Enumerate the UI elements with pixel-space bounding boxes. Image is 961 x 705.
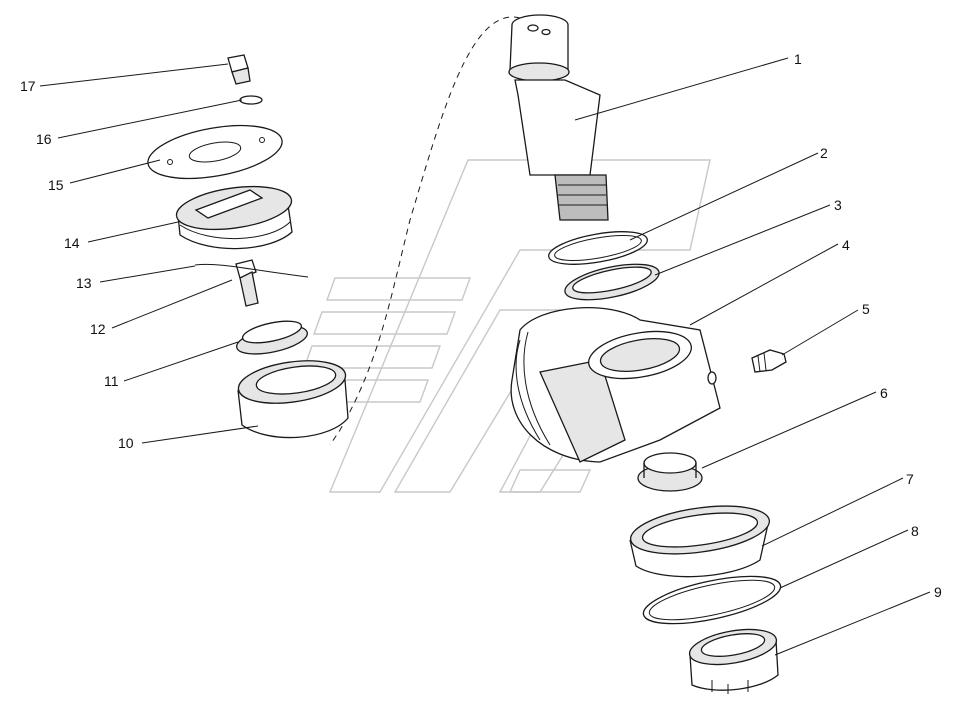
callout-6: 6 bbox=[880, 385, 888, 401]
callout-11: 11 bbox=[104, 373, 119, 389]
callout-14: 14 bbox=[64, 235, 80, 251]
assembly-path-line bbox=[329, 16, 521, 446]
callout-1: 1 bbox=[794, 51, 802, 67]
part-16-washer bbox=[239, 95, 263, 105]
part-4-knuckle bbox=[510, 307, 721, 463]
part-8-snap-ring bbox=[642, 575, 782, 625]
part-10-housing bbox=[237, 360, 349, 439]
callout-12: 12 bbox=[90, 321, 106, 337]
callout-16: 16 bbox=[36, 131, 52, 147]
callout-7: 7 bbox=[906, 471, 914, 487]
part-5-grease-fitting bbox=[751, 349, 787, 373]
part-13-lock-wire bbox=[194, 263, 309, 278]
part-12-bolt bbox=[235, 259, 259, 307]
callout-3: 3 bbox=[834, 197, 842, 213]
callout-10: 10 bbox=[118, 435, 134, 451]
callout-2: 2 bbox=[820, 145, 828, 161]
callout-17: 17 bbox=[20, 78, 36, 94]
part-15-gasket bbox=[147, 124, 283, 180]
part-14-cover bbox=[175, 185, 293, 250]
callout-13: 13 bbox=[76, 275, 92, 291]
callout-5: 5 bbox=[862, 301, 870, 317]
leader-lines bbox=[39, 57, 931, 656]
callout-4: 4 bbox=[842, 237, 850, 253]
part-1-kingpin bbox=[508, 14, 609, 221]
part-7-cup bbox=[629, 505, 771, 578]
part-9-nut bbox=[688, 628, 779, 694]
callout-8: 8 bbox=[911, 523, 919, 539]
part-17-screw bbox=[227, 54, 251, 85]
callout-15: 15 bbox=[48, 177, 64, 193]
part-11-bushing bbox=[236, 320, 308, 355]
part-6-cap bbox=[637, 452, 703, 492]
part-3-seal bbox=[564, 263, 660, 301]
part-2-shim-ring bbox=[548, 231, 648, 265]
callout-labels: 1 2 3 4 5 6 7 8 9 10 11 12 13 14 15 16 1… bbox=[20, 51, 942, 600]
callout-9: 9 bbox=[934, 584, 942, 600]
